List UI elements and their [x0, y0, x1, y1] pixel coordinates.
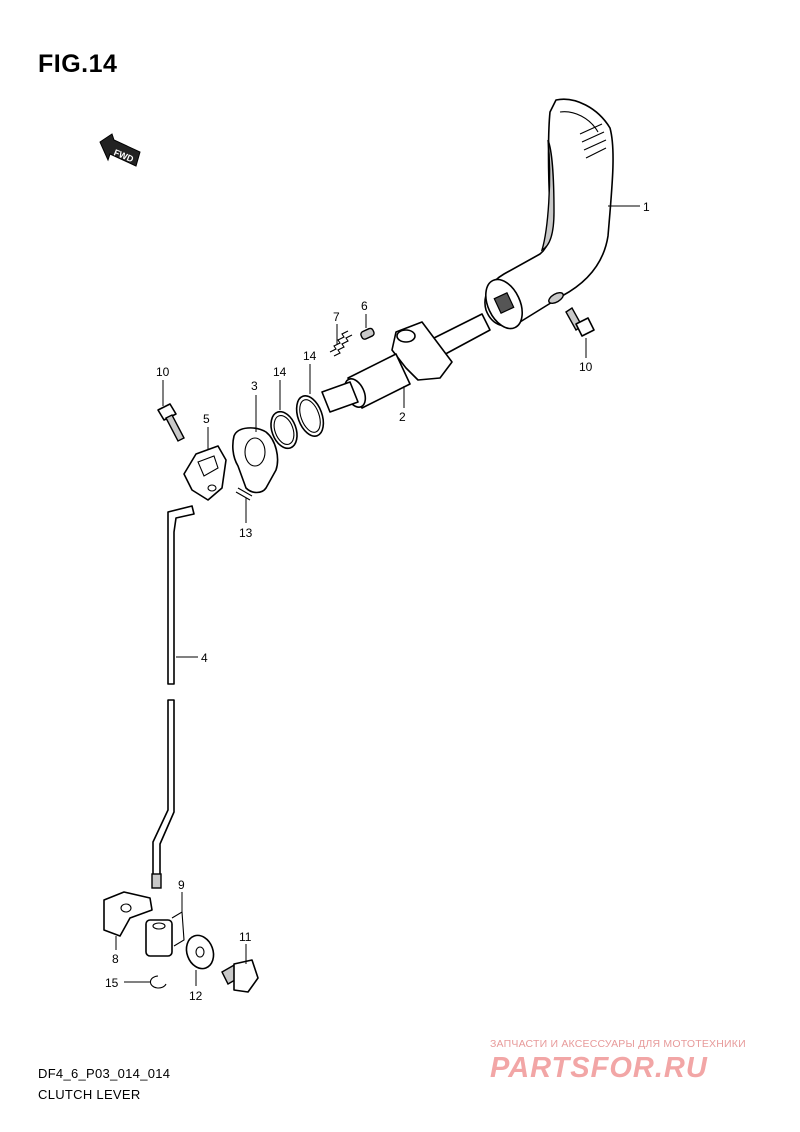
- figure-title: FIG.14: [38, 50, 118, 78]
- callout-11: 11: [239, 930, 252, 944]
- watermark-tagline: ЗАПЧАСТИ И АКСЕССУАРЫ ДЛЯ МОТОТЕХНИКИ: [490, 1038, 746, 1050]
- callout-labels: 1 2 3 4 5 6 7 8 9 10 10 11 12 13 14 14 1…: [105, 200, 650, 1003]
- callout-9: 9: [178, 878, 185, 892]
- callout-7: 7: [333, 310, 340, 324]
- cotter-pin-13: [235, 487, 253, 501]
- callout-12: 12: [189, 989, 203, 1003]
- watermark-logo: PARTSFOR.RU: [490, 1052, 708, 1084]
- bolt-10-left: [157, 403, 185, 442]
- o-ring-14-outer: [295, 395, 325, 437]
- o-ring-14-inner: [270, 410, 298, 450]
- joint-9: [145, 911, 185, 957]
- plate-3: [232, 427, 279, 494]
- fwd-arrow-icon: FWD: [99, 133, 141, 167]
- callout-2: 2: [399, 410, 406, 424]
- leader-lines: [115, 205, 640, 986]
- callout-14-inner: 14: [273, 365, 287, 379]
- callout-4: 4: [201, 651, 208, 665]
- e-clip-15: [149, 975, 167, 989]
- callout-10-right: 10: [579, 360, 593, 374]
- callout-14-outer: 14: [303, 349, 317, 363]
- callout-3: 3: [251, 379, 258, 393]
- diagram-code: DF4_6_P03_014_014: [38, 1066, 171, 1081]
- clutch-lever-handle: [484, 98, 614, 330]
- callout-6: 6: [361, 299, 368, 313]
- bolt-10-right: [565, 306, 595, 337]
- bolt-11: [221, 959, 259, 993]
- spring-7: [329, 330, 353, 357]
- callout-5: 5: [203, 412, 210, 426]
- callout-13: 13: [239, 526, 253, 540]
- clutch-rod-4: [151, 505, 195, 889]
- clutch-shaft: [321, 313, 491, 413]
- diagram-name: CLUTCH LEVER: [38, 1087, 141, 1102]
- callout-8: 8: [112, 952, 119, 966]
- callout-15: 15: [105, 976, 119, 990]
- pin-6: [360, 327, 375, 340]
- callout-10-left: 10: [156, 365, 170, 379]
- bracket-5: [183, 445, 227, 501]
- callout-1: 1: [643, 200, 650, 214]
- washer-12: [185, 934, 215, 970]
- clip-8: [103, 891, 153, 937]
